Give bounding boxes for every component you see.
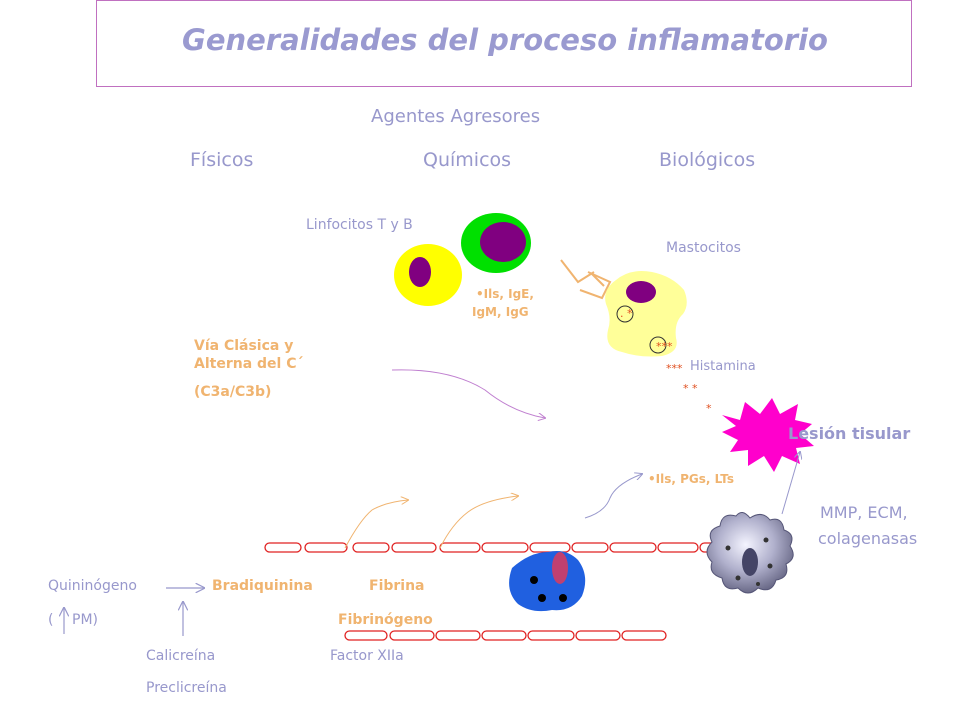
lymphocyte-yellow [394,244,462,306]
biologicos-label: Biológicos [659,149,756,171]
histamina-label: Histamina [690,359,756,374]
fibrinogeno-label: Fibrinógeno [338,612,433,628]
linfocitos-label: Linfocitos T y B [306,217,413,233]
pm-label: PM) [72,612,98,628]
page-title: Generalidades del proceso inflamatorio [182,23,828,57]
mmp-label-1: MMP, ECM, [820,503,908,522]
via-label-1: Vía Clásica y [194,338,294,354]
ils-ig-label-2: IgM, IgG [472,305,529,319]
precalicreina-label: Preclicreína [146,680,227,696]
pm-open-label: ( [48,612,54,628]
arrow-vessel-2 [439,496,518,549]
calicreina-label: Calicreína [146,648,216,664]
quininogeno-label: Quininógeno [48,578,137,594]
arrow-vessel-1 [344,500,408,549]
title-box: Generalidades del proceso inflamatorio [96,0,912,87]
quimicos-label: Químicos [423,149,512,171]
bradiquinina-label: Bradiquinina [212,578,313,594]
stars-b: * * [683,382,698,395]
lesion-label: Lesión tisular [788,424,911,443]
histamina-stars: *** [666,362,683,375]
agentes-label: Agentes Agresores [371,106,541,127]
antibody-shape [560,259,612,300]
arrow-vessel-3 [584,474,642,519]
arrow-macrophage-lesion [781,452,800,515]
lymphocyte-green [461,213,531,273]
ils-pgs-label: •Ils, PGs, LTs [648,472,735,486]
vessel-wall-bottom [344,630,667,641]
lesion-burst [722,398,814,472]
stars-c: * [706,402,712,415]
mastocitos-label: Mastocitos [666,240,741,256]
fibrina-label: Fibrina [369,578,425,594]
vessel-wall-top [264,542,745,553]
macrophage [706,512,794,594]
fisicos-label: Físicos [190,149,254,171]
neutrophil [509,551,586,612]
ils-ig-label-1: •Ils, IgE, [476,287,534,301]
stars-d: . * [620,307,633,320]
mast-cell [605,271,687,357]
mmp-label-2: colagenasas [818,529,918,548]
stars-a: *** [656,340,673,353]
via-label-2: Alterna del C´ [194,356,304,372]
factor-label: Factor XIIa [330,648,404,664]
via-label-3: (C3a/C3b) [194,384,272,400]
arrow-via-to-lesion [391,369,545,418]
